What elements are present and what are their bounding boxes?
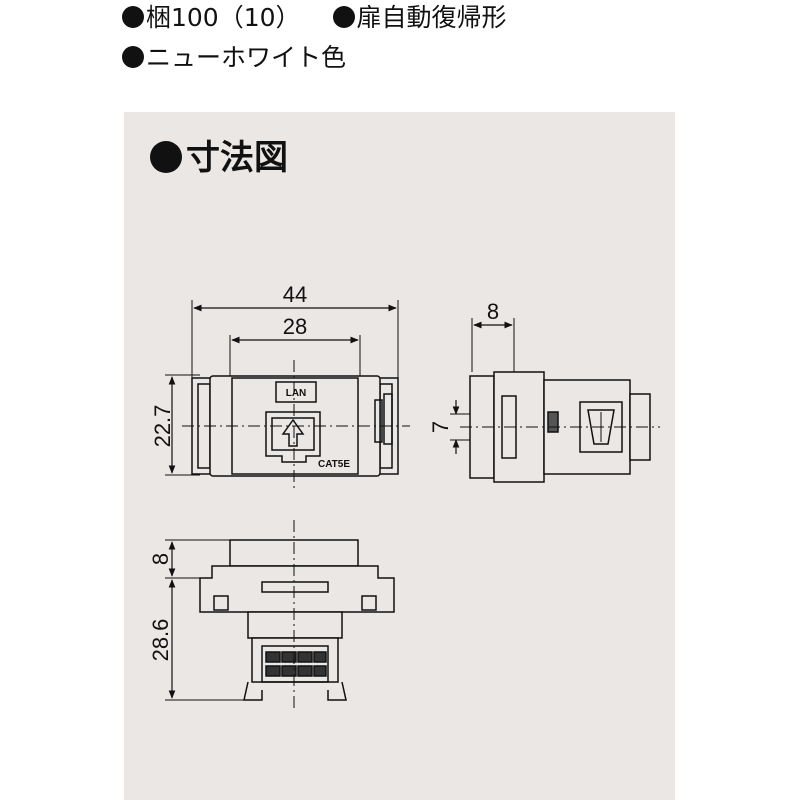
dim-inner-width: 28 (283, 314, 307, 339)
bullet-icon (122, 46, 144, 68)
dim-height: 22.7 (150, 405, 175, 448)
dim-side-offset: 7 (428, 421, 453, 433)
panel-title-text: 寸法図 (186, 138, 288, 178)
spec-line-1: 梱100（10） 扉自動復帰形 (122, 2, 507, 34)
bullet-icon (332, 6, 355, 28)
spec-packaging: 梱100（10） (146, 3, 301, 32)
dim-bottom-depth: 28.6 (148, 619, 173, 662)
dim-side-thickness: 8 (487, 299, 499, 324)
bullet-icon (150, 141, 182, 173)
bottom-view (165, 520, 395, 712)
lan-label: LAN (286, 388, 307, 399)
category-label: CAT5E (318, 459, 350, 470)
panel-title: 寸法図 (150, 136, 288, 180)
dim-bottom-top: 8 (148, 553, 173, 565)
spec-mechanism: 扉自動復帰形 (356, 3, 507, 32)
front-view (165, 300, 410, 490)
dim-overall-width: 44 (283, 282, 307, 307)
side-view (450, 318, 660, 483)
spec-line-2: ニューホワイト色 (122, 42, 346, 74)
bullet-icon (122, 6, 144, 28)
spec-color: ニューホワイト色 (146, 43, 347, 72)
